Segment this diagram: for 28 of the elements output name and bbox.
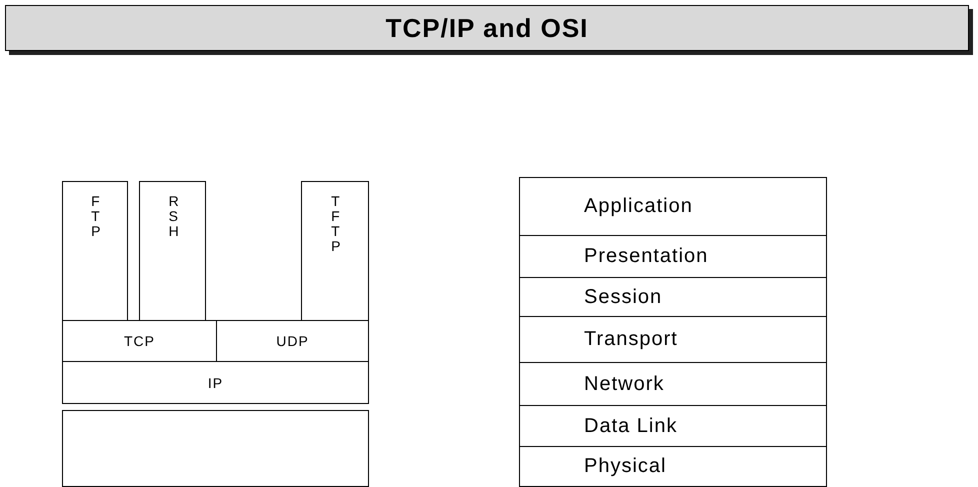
layer-box [519,177,827,236]
title: TCP/IP and OSI [386,12,588,44]
layer-name: Physical [584,455,666,478]
protocol-box [62,361,369,404]
empty-box [62,410,369,487]
layer-name: Data Link [584,414,678,438]
protocol-name: FTP [91,194,99,241]
protocol-box [62,181,128,321]
layer-box [519,446,827,487]
layer-name: Presentation [584,245,708,268]
layer-name: Network [584,372,664,396]
layer-name: Transport [584,328,678,351]
layer-box [519,277,827,317]
layer-name: Application [584,195,693,218]
layer-name: Session [584,286,662,308]
layer-box [519,316,827,363]
protocol-box [139,181,206,321]
protocol-name: UDP [276,333,309,349]
protocol-box [301,181,369,321]
protocol-name: IP [208,374,224,390]
protocol-box [216,320,369,362]
protocol-name: RSH [168,194,176,241]
protocol-name: TFTP [331,194,339,256]
protocol-box [62,320,217,362]
layer-box [519,362,827,406]
protocol-name: TCP [124,333,155,349]
layer-box [519,235,827,278]
layer-box [519,405,827,447]
